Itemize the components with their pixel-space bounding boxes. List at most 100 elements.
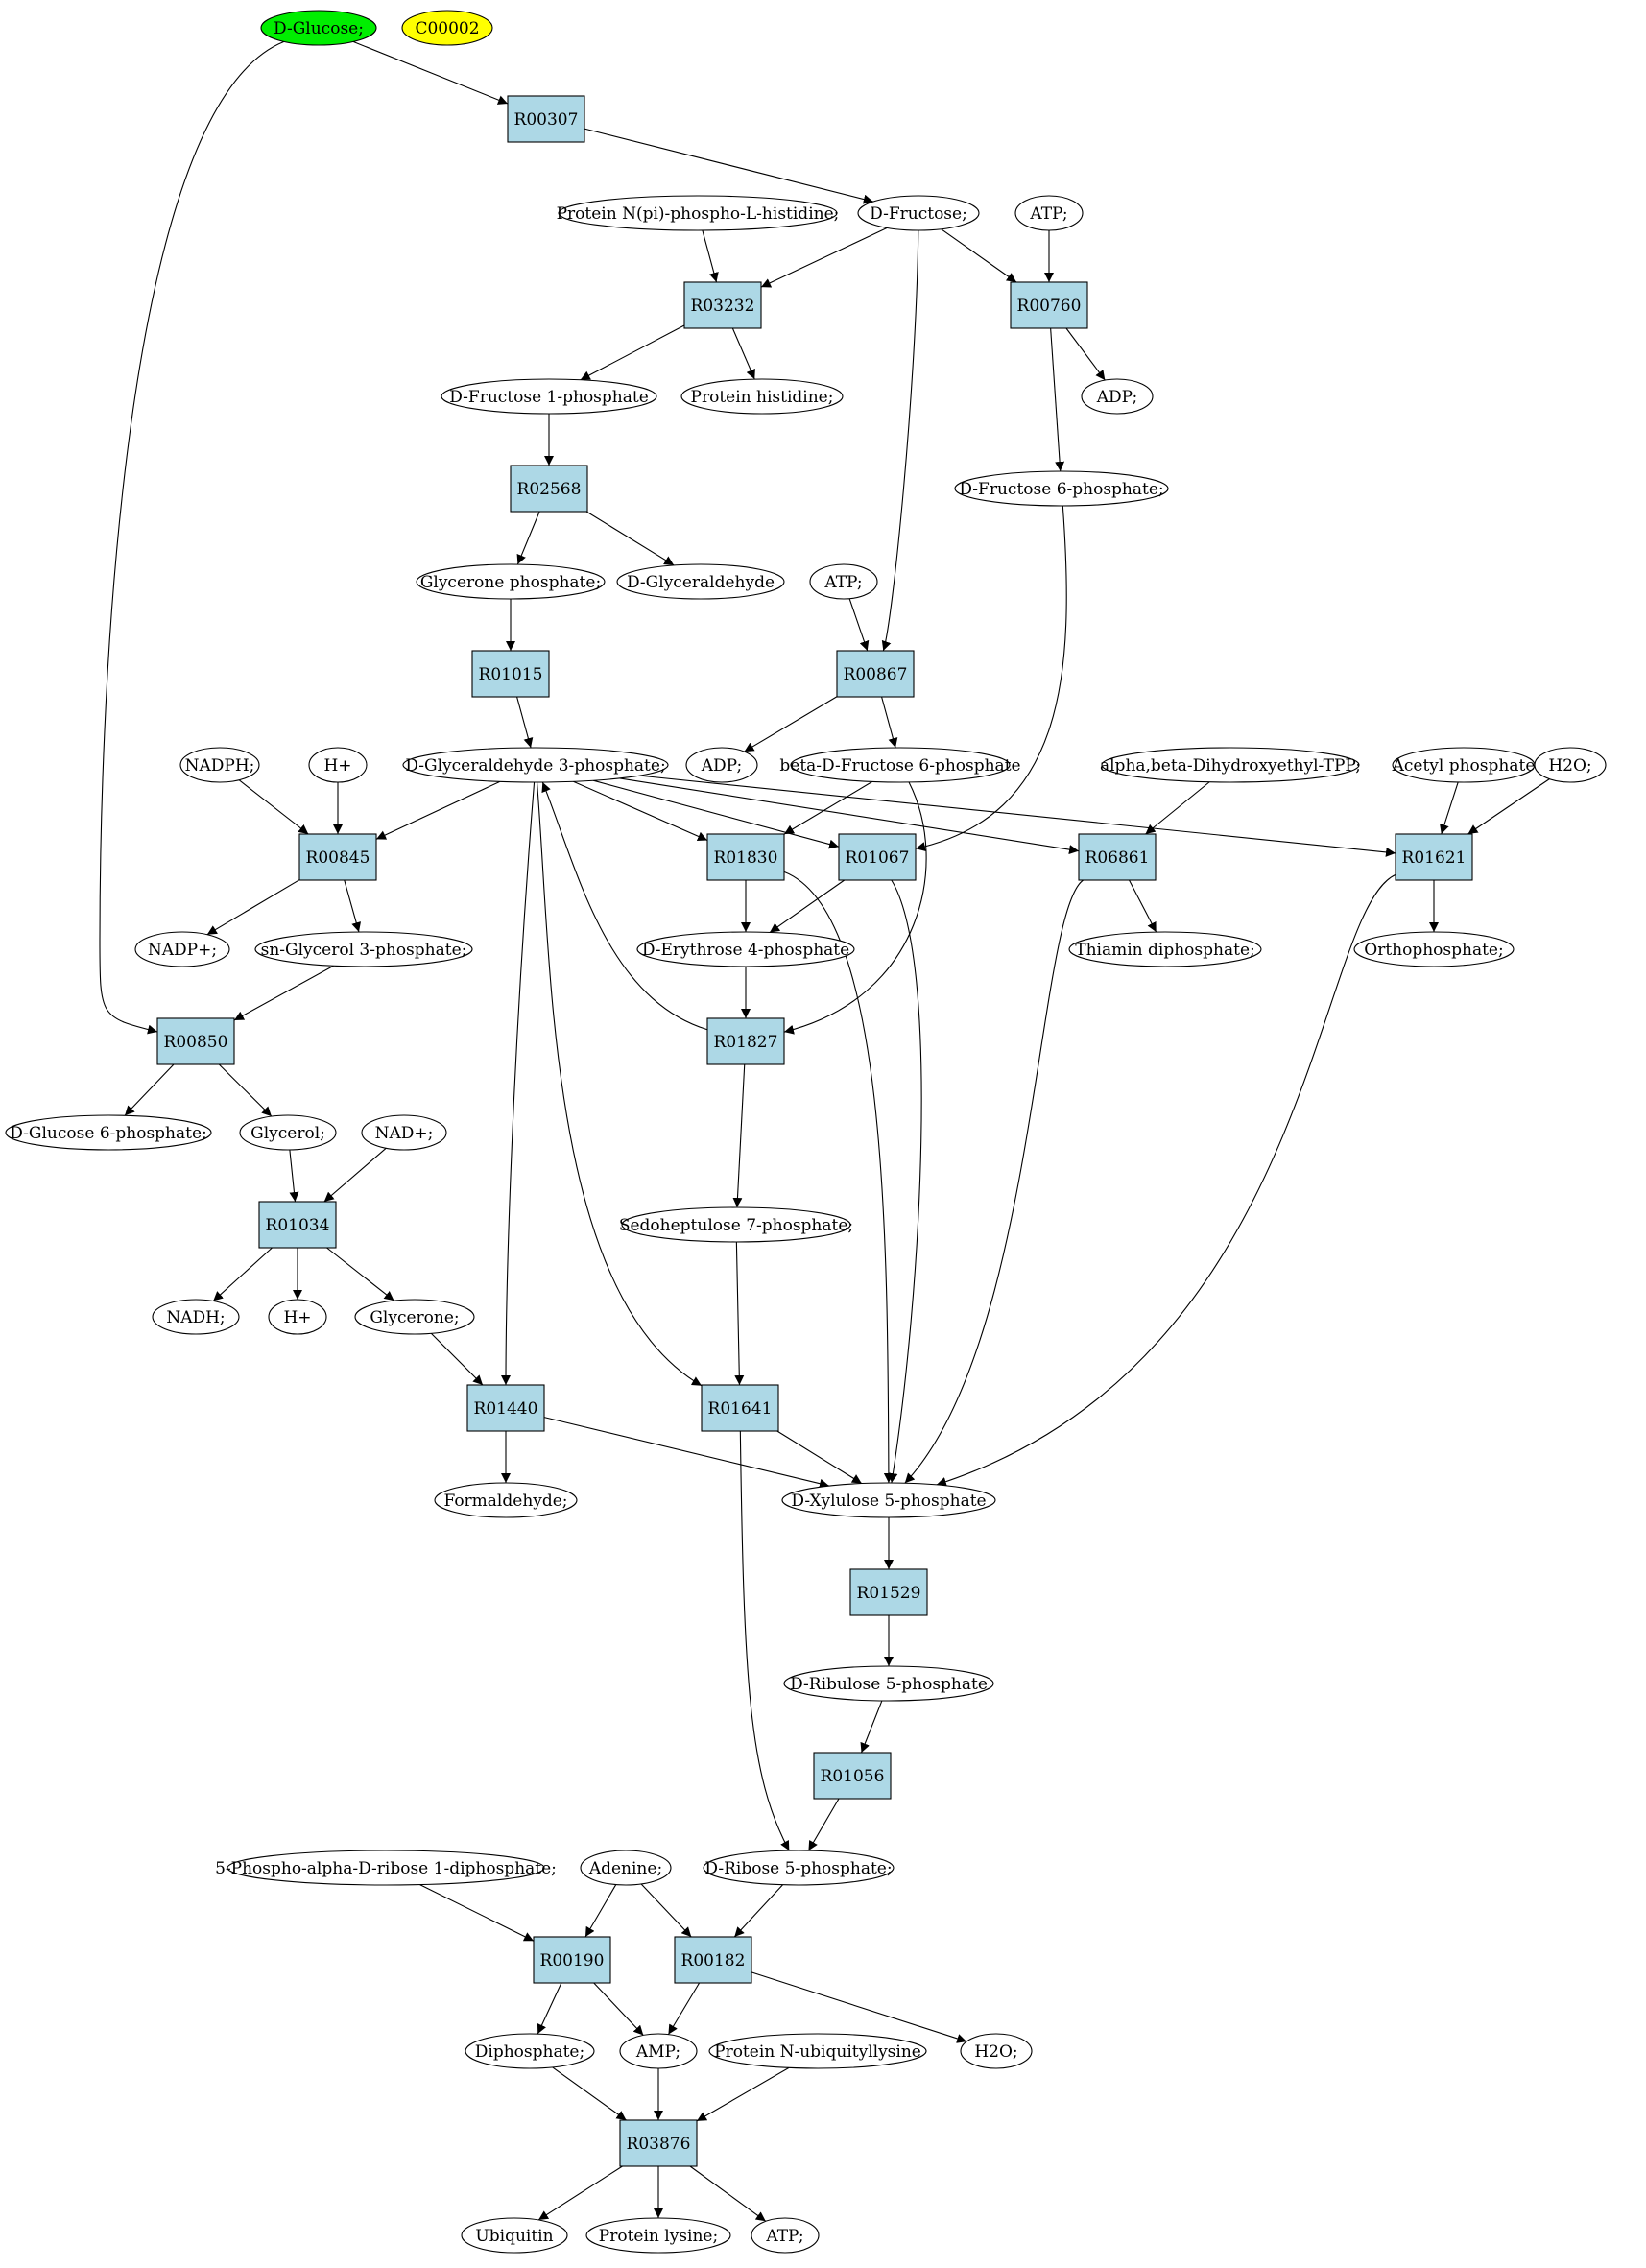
compound-ellipse xyxy=(1068,931,1262,967)
edge-r06861-to-x5p xyxy=(904,879,1084,1484)
reaction-node-r01015[interactable]: R01015 xyxy=(471,650,550,698)
reaction-node-r00867[interactable]: R00867 xyxy=(836,650,915,698)
edge-f6p-to-r01067 xyxy=(915,505,1067,851)
node-label: ATP; xyxy=(765,2227,803,2246)
reaction-node-r00307[interactable]: R00307 xyxy=(507,95,585,143)
node-label: R06861 xyxy=(1085,848,1150,868)
edge-r01830-to-x5p xyxy=(783,871,894,1484)
reaction-node-r01621[interactable]: R01621 xyxy=(1395,833,1473,881)
compound-node-amp[interactable]: AMP; xyxy=(619,2033,698,2069)
reaction-node-r03876[interactable]: R03876 xyxy=(619,2119,698,2167)
reaction-node-r00760[interactable]: R00760 xyxy=(1010,281,1088,329)
compound-node-nadp[interactable]: NADP+; xyxy=(134,931,230,967)
compound-ellipse xyxy=(1353,931,1515,967)
reaction-node-r01641[interactable]: R01641 xyxy=(701,1384,779,1432)
reaction-node-r01034[interactable]: R01034 xyxy=(258,1201,337,1249)
compound-node-glycerone[interactable]: Glycerone; xyxy=(354,1299,475,1335)
compound-node-atp1[interactable]: ATP; xyxy=(1014,195,1084,231)
compound-node-diphos[interactable]: Diphosphate; xyxy=(465,2033,595,2069)
compound-node-g6p[interactable]: D-Glucose 6-phosphate; xyxy=(5,1114,212,1151)
compound-node-c00002[interactable]: C00002 xyxy=(401,10,493,46)
edge-r02568-to-glyp xyxy=(516,511,540,565)
reaction-box xyxy=(258,1201,337,1249)
edge-r00190-to-diphos xyxy=(537,1982,562,2035)
edge-atp2-to-r00867 xyxy=(848,598,870,652)
compound-node-glycerol[interactable]: Glycerol; xyxy=(239,1114,337,1151)
compound-node-bf6p[interactable]: beta-D-Fructose 6-phosphate xyxy=(779,747,1021,783)
compound-ellipse xyxy=(434,1482,578,1518)
reaction-node-r01067[interactable]: R01067 xyxy=(838,833,917,881)
compound-ellipse xyxy=(751,2217,820,2254)
reaction-box xyxy=(1395,833,1473,881)
reaction-node-r00190[interactable]: R00190 xyxy=(533,1936,611,1984)
compound-ellipse xyxy=(441,378,657,415)
compound-node-ubiq[interactable]: Ubiquitin xyxy=(461,2217,568,2254)
compound-node-nadh[interactable]: NADH; xyxy=(152,1299,240,1335)
compound-node-formald[interactable]: Formaldehyde; xyxy=(434,1482,578,1518)
compound-node-nad[interactable]: NAD+; xyxy=(361,1114,447,1151)
node-label: R00845 xyxy=(306,848,370,868)
node-label: ATP; xyxy=(823,573,862,592)
compound-node-g3p[interactable]: D-Glyceraldehyde 3-phosphate; xyxy=(402,747,669,783)
compound-node-prpp[interactable]: 5-Phospho-alpha-D-ribose 1-diphosphate; xyxy=(215,1850,557,1886)
compound-node-nadph[interactable]: NADPH; xyxy=(179,747,260,783)
reaction-box xyxy=(1078,833,1157,881)
compound-ellipse xyxy=(5,1114,212,1151)
compound-node-r5p[interactable]: D-Ribose 5-phosphate; xyxy=(703,1850,895,1886)
compound-node-glc[interactable]: D-Glucose; xyxy=(260,10,377,46)
compound-ellipse xyxy=(954,470,1169,507)
reaction-node-r00182[interactable]: R00182 xyxy=(674,1936,752,1984)
reaction-node-r06861[interactable]: R06861 xyxy=(1078,833,1157,881)
reaction-node-r03232[interactable]: R03232 xyxy=(683,281,762,329)
compound-node-protub[interactable]: Protein N-ubiquityllysine xyxy=(708,2033,927,2069)
edge-layer xyxy=(99,40,1550,2222)
compound-node-dgald[interactable]: D-Glyceraldehyde xyxy=(616,563,785,600)
compound-node-s7p[interactable]: Sedoheptulose 7-phosphate; xyxy=(619,1206,853,1243)
compound-node-acp[interactable]: Acetyl phosphate xyxy=(1392,747,1536,783)
compound-node-x5p[interactable]: D-Xylulose 5-phosphate xyxy=(781,1482,996,1518)
reaction-node-r01830[interactable]: R01830 xyxy=(706,833,785,881)
compound-node-fru[interactable]: D-Fructose; xyxy=(857,195,980,231)
reaction-node-r00850[interactable]: R00850 xyxy=(156,1017,235,1065)
reaction-node-r01529[interactable]: R01529 xyxy=(849,1568,928,1616)
reaction-node-r02568[interactable]: R02568 xyxy=(510,465,588,513)
edge-r00307-to-fru xyxy=(584,128,873,204)
reaction-node-r01827[interactable]: R01827 xyxy=(706,1017,785,1065)
compound-node-adp2[interactable]: ADP; xyxy=(685,747,758,783)
edge-glc-to-r00850 xyxy=(99,40,285,1035)
compound-node-abdtpp[interactable]: alpha,beta-Dihydroxyethyl-TPP; xyxy=(1100,747,1361,783)
node-label: Diphosphate; xyxy=(475,2042,584,2062)
edge-r03876-to-atp3 xyxy=(689,2165,767,2222)
node-label: R02568 xyxy=(517,480,582,499)
compound-node-atp3[interactable]: ATP; xyxy=(751,2217,820,2254)
node-label: Ubiquitin xyxy=(475,2227,553,2246)
compound-node-f1p[interactable]: D-Fructose 1-phosphate xyxy=(441,378,657,415)
compound-node-protlys[interactable]: Protein lysine; xyxy=(585,2217,731,2254)
compound-node-adenine[interactable]: Adenine; xyxy=(580,1850,672,1886)
compound-node-adp1[interactable]: ADP; xyxy=(1081,378,1154,415)
edge-diphos-to-r03876 xyxy=(552,2066,627,2121)
compound-ellipse xyxy=(260,10,377,46)
compound-node-h2o2[interactable]: H2O; xyxy=(960,2033,1033,2069)
compound-ellipse xyxy=(268,1299,327,1335)
compound-node-hplus2[interactable]: H+ xyxy=(268,1299,327,1335)
compound-node-h2o1[interactable]: H2O; xyxy=(1534,747,1607,783)
compound-node-e4p[interactable]: D-Erythrose 4-phosphate xyxy=(636,931,855,967)
compound-node-prothis[interactable]: Protein histidine; xyxy=(680,378,844,415)
edge-bf6p-to-r01827 xyxy=(783,781,927,1035)
compound-node-thdp[interactable]: Thiamin diphosphate; xyxy=(1068,931,1262,967)
compound-node-orthop[interactable]: Orthophosphate; xyxy=(1353,931,1515,967)
compound-node-f6p[interactable]: D-Fructose 6-phosphate; xyxy=(954,470,1169,507)
compound-node-sng3p[interactable]: sn-Glycerol 3-phosphate; xyxy=(254,931,473,967)
reaction-node-r01056[interactable]: R01056 xyxy=(813,1752,892,1800)
compound-node-hplus1[interactable]: H+ xyxy=(308,747,368,783)
node-label: R00850 xyxy=(164,1033,228,1052)
edge-fru-to-r00760 xyxy=(941,228,1017,283)
compound-node-atp2[interactable]: ATP; xyxy=(809,563,878,600)
reaction-node-r00845[interactable]: R00845 xyxy=(298,833,377,881)
compound-node-ru5p[interactable]: D-Ribulose 5-phosphate xyxy=(783,1665,994,1702)
compound-node-protpi[interactable]: Protein N(pi)-phospho-L-histidine; xyxy=(557,195,840,231)
edge-r01056-to-r5p xyxy=(807,1798,840,1851)
compound-node-glyp[interactable]: Glycerone phosphate; xyxy=(416,563,606,600)
reaction-node-r01440[interactable]: R01440 xyxy=(466,1384,545,1432)
